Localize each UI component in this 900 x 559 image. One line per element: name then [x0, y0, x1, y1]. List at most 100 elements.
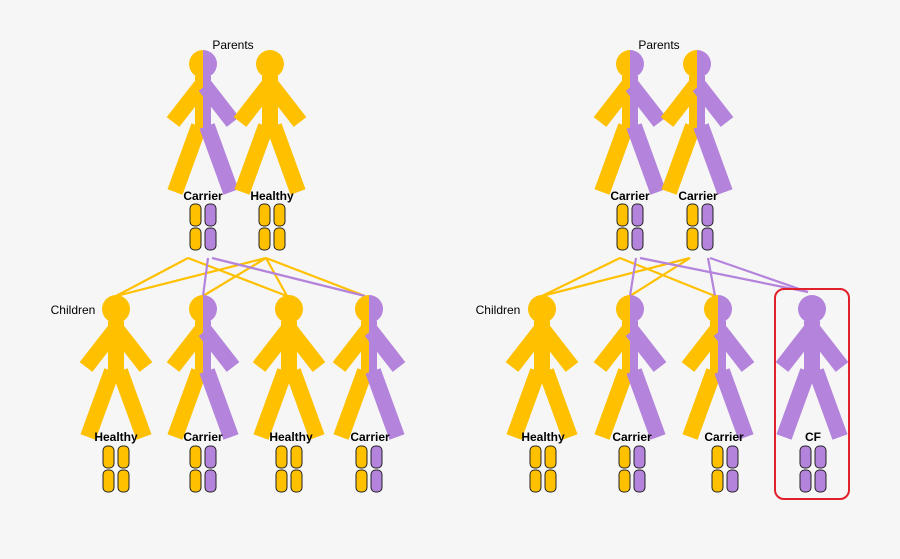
body-left — [108, 321, 116, 379]
left-child-2-figure — [166, 295, 240, 440]
right-leg — [199, 368, 239, 440]
right-child-1-figure — [505, 295, 579, 440]
left-child-3-chromosomes — [275, 445, 303, 493]
body-left — [710, 321, 718, 379]
right-parent-1-figure — [593, 50, 667, 195]
figure-left-half — [505, 295, 547, 440]
chromosome-a-2 — [799, 469, 812, 493]
left-child-2-status: Carrier — [183, 430, 223, 444]
body-right — [630, 76, 638, 134]
chromosome-b-1 — [204, 445, 217, 469]
chromosome-a-2 — [275, 469, 288, 493]
chromosome-a-2 — [686, 227, 699, 251]
chromosome-a-1 — [189, 445, 202, 469]
chromosome-a-1 — [355, 445, 368, 469]
chromosome-b-2 — [701, 227, 714, 251]
body-right — [289, 321, 297, 379]
line-p1-c4 — [211, 256, 366, 298]
chromosome-b-2 — [370, 469, 383, 493]
figure-left-half — [252, 295, 294, 440]
right-child-2-chromosomes — [618, 445, 646, 493]
left-parent-1-chromosomes — [189, 203, 217, 251]
head-left — [189, 295, 203, 323]
body-right — [203, 321, 211, 379]
right-panel: Parents Children Carrier Carrier Healthy… — [476, 38, 850, 500]
chromosome-a-1 — [799, 445, 812, 469]
chromosome-b-2 — [117, 469, 130, 493]
figure-left-half — [593, 50, 635, 195]
right-child-1-status: Healthy — [521, 430, 565, 444]
figure-right-half — [265, 50, 307, 195]
body-left — [534, 321, 542, 379]
head-right — [203, 50, 217, 78]
body-right — [116, 321, 124, 379]
right-parents-label: Parents — [638, 38, 679, 52]
figure-left-half — [775, 295, 817, 440]
chromosome-b-1 — [117, 445, 130, 469]
figure-right-half — [198, 295, 240, 440]
right-child-2-status: Carrier — [612, 430, 652, 444]
figure-left-half — [166, 50, 208, 195]
head-left — [528, 295, 542, 323]
figure-left-half — [233, 50, 275, 195]
left-child-1-status: Healthy — [94, 430, 138, 444]
left-parents-label: Parents — [212, 38, 253, 52]
figure-right-half — [537, 295, 579, 440]
chromosome-a-2 — [618, 469, 631, 493]
right-child-3-status: Carrier — [704, 430, 744, 444]
figure-left-half — [332, 295, 374, 440]
chromosome-b-1 — [701, 203, 714, 227]
head-right — [542, 295, 556, 323]
right-child-1-chromosomes — [529, 445, 557, 493]
head-right — [270, 50, 284, 78]
head-right — [203, 295, 217, 323]
right-leg — [808, 368, 848, 440]
figure-left-half — [593, 295, 635, 440]
line-p2-c2 — [629, 257, 691, 297]
body-right — [369, 321, 377, 379]
body-right — [812, 321, 820, 379]
right-leg — [112, 368, 152, 440]
chromosome-b-2 — [814, 469, 827, 493]
line-p1-c1 — [115, 257, 189, 297]
head-right — [116, 295, 130, 323]
left-leg — [234, 123, 274, 195]
body-right — [542, 321, 550, 379]
left-child-4-chromosomes — [355, 445, 383, 493]
figure-right-half — [198, 50, 240, 195]
chromosome-b-2 — [633, 469, 646, 493]
chromosome-a-2 — [189, 227, 202, 251]
chromosome-b-2 — [726, 469, 739, 493]
right-leg — [626, 123, 666, 195]
body-left — [262, 76, 270, 134]
left-panel: Parents Children Carrier Healthy Healthy… — [51, 38, 406, 493]
left-leg — [167, 123, 207, 195]
right-leg — [538, 368, 578, 440]
chromosome-b-1 — [273, 203, 286, 227]
chromosome-b-1 — [290, 445, 303, 469]
head-right — [697, 50, 711, 78]
figure-left-half — [660, 50, 702, 195]
line-p1-c1 — [541, 257, 621, 297]
line-p2-c4 — [265, 256, 366, 298]
head-left — [798, 295, 812, 323]
body-right — [697, 76, 705, 134]
line-p2-c3 — [706, 257, 717, 297]
head-right — [718, 295, 732, 323]
chromosome-b-2 — [204, 469, 217, 493]
right-child-4-status: CF — [805, 430, 821, 444]
right-child-3-figure — [681, 295, 755, 440]
figure-right-half — [625, 50, 667, 195]
left-child-4-figure — [332, 295, 406, 440]
chromosome-a-2 — [616, 227, 629, 251]
left-child-3-status: Healthy — [269, 430, 313, 444]
figure-right-half — [692, 50, 734, 195]
body-left — [689, 76, 697, 134]
chromosome-b-1 — [204, 203, 217, 227]
figure-right-half — [284, 295, 326, 440]
left-leg — [594, 368, 634, 440]
chromosome-b-1 — [814, 445, 827, 469]
right-child-3-chromosomes — [711, 445, 739, 493]
right-parent-2-chromosomes — [686, 203, 714, 251]
